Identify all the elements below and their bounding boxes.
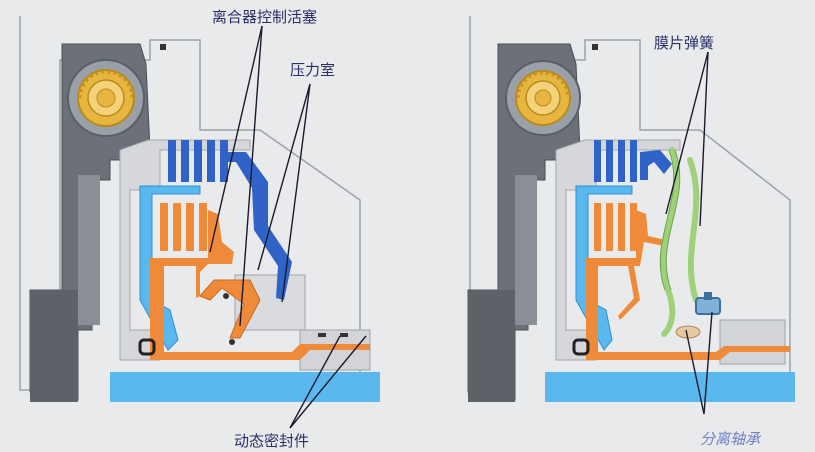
left-bearing: [67, 59, 145, 137]
right-bolt: [592, 44, 598, 50]
left-inner-housing: [119, 139, 251, 361]
left-seal-ring: [138, 338, 156, 356]
right-shaft-body: [515, 175, 537, 325]
right-housing-block-lower: [468, 290, 515, 402]
right-bearing-label: 分离轴承: [700, 430, 762, 448]
right-shaft-light-blue: [545, 372, 795, 402]
left-bolt: [160, 44, 166, 50]
left-housing-block-lower: [30, 290, 78, 402]
right-output-cylinder: [719, 319, 786, 365]
left-chamber-label: 压力室: [290, 61, 335, 79]
left-seal-dot: [229, 339, 235, 345]
right-inner-housing: [555, 139, 681, 361]
left-orange-clutch-pack: [150, 203, 370, 360]
left-orange-piston: [199, 279, 261, 339]
left-shaft-body: [78, 175, 100, 325]
left-seal-label: 动态密封件: [234, 432, 309, 450]
left-seal-dot: [223, 293, 229, 299]
right-diaphragm-spring: [660, 147, 700, 337]
right-seal-ring: [572, 338, 590, 356]
right-orange-clutch-pack: [586, 203, 790, 360]
left-seal-dot: [318, 333, 326, 337]
right-leader-lines: [665, 51, 713, 415]
left-shaft-light-blue: [110, 372, 380, 402]
left-clutch-diagram: 离合器控制活塞 压力室 动态密封件: [19, 8, 380, 450]
right-spring-label: 膜片弹簧: [654, 34, 714, 52]
left-blue-clutch-pack: [168, 140, 292, 300]
right-bearing: [505, 60, 581, 136]
right-blue-clutch-pack: [594, 140, 672, 182]
right-release-bearing: [675, 292, 721, 339]
left-leader-lines: [209, 25, 367, 429]
left-piston-label: 离合器控制活塞: [212, 8, 317, 26]
right-clutch-diagram: 膜片弹簧 分离轴承: [467, 16, 795, 448]
left-seal-dot: [340, 333, 348, 337]
